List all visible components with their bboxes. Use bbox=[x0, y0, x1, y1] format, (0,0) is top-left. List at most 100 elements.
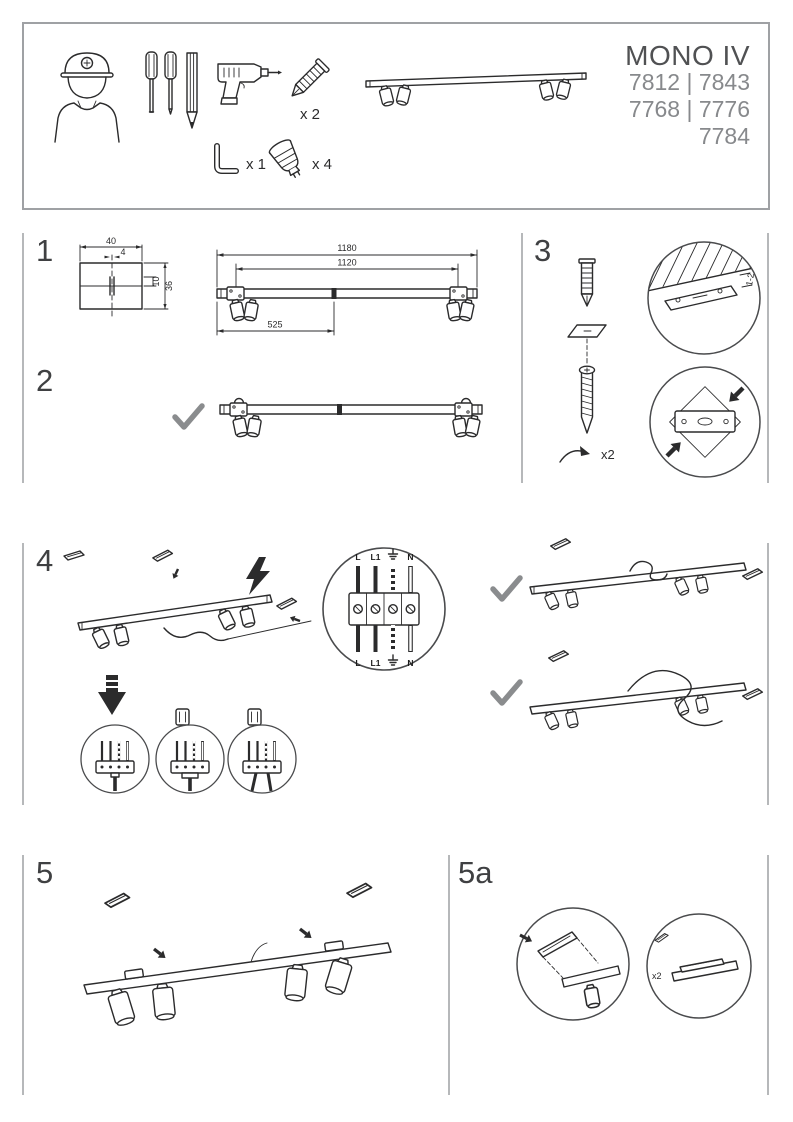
direction-arrow-icon bbox=[288, 614, 302, 625]
caps-quantity-label: x2 bbox=[652, 971, 662, 981]
cap-seated-detail-circle: x2 bbox=[646, 913, 752, 1019]
spot-head bbox=[564, 708, 580, 729]
spot-head bbox=[464, 414, 482, 439]
gu10-bulb-icon bbox=[268, 139, 301, 179]
spot-head bbox=[555, 77, 573, 101]
step-4-number: 4 bbox=[36, 543, 54, 578]
wall-plugs-quantity-label: x 2 bbox=[300, 106, 321, 123]
terminal-label-N-top: N bbox=[407, 552, 413, 562]
fixture-correct-orientation-drawing bbox=[219, 397, 483, 439]
down-arrow-icon bbox=[98, 675, 126, 715]
product-title-block: MONO IV 7812 | 7843 7768 | 7776 7784 bbox=[625, 42, 750, 150]
step-5a-number: 5a bbox=[458, 855, 493, 890]
bulbs-quantity-label: x 4 bbox=[312, 156, 333, 173]
spot-head bbox=[112, 622, 131, 648]
dim-4: 4 bbox=[120, 247, 125, 257]
allen-key-icon bbox=[214, 143, 239, 174]
dim-1120: 1120 bbox=[337, 258, 356, 268]
divider-line bbox=[767, 233, 769, 483]
ceiling-gap-detail-circle: 1-2 bbox=[647, 241, 761, 355]
divider-line bbox=[22, 855, 24, 1095]
spot-head bbox=[231, 414, 249, 439]
divider-line bbox=[767, 543, 769, 805]
terminal-label-L1-top: L1 bbox=[371, 552, 381, 562]
cable-cover-cap bbox=[151, 548, 174, 563]
divider-line bbox=[22, 233, 24, 483]
spot-head bbox=[323, 955, 355, 997]
screws-quantity-label: x2 bbox=[601, 447, 615, 462]
dim-525: 525 bbox=[267, 320, 282, 330]
spot-head bbox=[395, 83, 413, 107]
terminal-label-N-bottom: N bbox=[407, 658, 413, 668]
dim-40: 40 bbox=[106, 236, 116, 246]
spot-head bbox=[694, 573, 710, 595]
terminal-block-detail-circle: L L1 N L L1 N bbox=[322, 547, 446, 671]
checkmark-icon bbox=[172, 403, 206, 431]
cable-cover-cap bbox=[547, 649, 570, 663]
spot-head bbox=[89, 625, 112, 651]
fixture-final-assembly-drawing bbox=[83, 881, 392, 1028]
spot-head bbox=[215, 606, 238, 633]
step-3-number: 3 bbox=[534, 233, 552, 268]
header-box: x 2 MONO IV 7812 | 7843 7768 | 7776 7784… bbox=[22, 22, 770, 210]
spot-head bbox=[105, 986, 137, 1028]
spot-head bbox=[672, 575, 691, 597]
fixture-wiring-drawing bbox=[63, 548, 312, 651]
screwdrivers-pencil-icon bbox=[145, 51, 198, 129]
model-numbers-line1: 7812 | 7843 bbox=[628, 69, 750, 95]
drill-icon bbox=[217, 63, 282, 105]
mounting-bracket-drawing bbox=[567, 324, 607, 360]
mains-cable bbox=[163, 627, 229, 642]
ceiling-gap-label: 1-2 bbox=[744, 272, 756, 287]
cable-cover-cap bbox=[103, 891, 132, 909]
terminal-label-L-top: L bbox=[355, 552, 360, 562]
allen-key-quantity-label: x 1 bbox=[246, 156, 267, 173]
wall-plug-icon bbox=[291, 58, 330, 97]
step-5-number: 5 bbox=[36, 855, 54, 890]
dim-36: 36 bbox=[164, 281, 174, 291]
cap-placement-detail-circle bbox=[516, 907, 630, 1021]
row-step-4: 4 L L1 N bbox=[0, 535, 793, 815]
bracket-dimension-drawing: 40 4 10 36 bbox=[79, 236, 174, 318]
snap-arrow-icon bbox=[151, 945, 169, 962]
spot-head bbox=[542, 589, 561, 612]
spot-head bbox=[672, 695, 691, 717]
fixture-dimension-drawing: 1180 1120 525 bbox=[216, 243, 478, 336]
spot-head bbox=[228, 298, 246, 323]
wiring-option-2 bbox=[155, 724, 225, 794]
row-steps-5-5a: 5 5a bbox=[0, 845, 793, 1115]
divider-line bbox=[448, 855, 450, 1095]
spot-head bbox=[151, 982, 177, 1022]
step-2-number: 2 bbox=[36, 363, 54, 398]
fixture-overview-drawing bbox=[365, 72, 587, 108]
bracket-press-detail-circle bbox=[649, 366, 761, 478]
divider-line bbox=[767, 855, 769, 1095]
spot-head bbox=[542, 709, 561, 732]
dim-10: 10 bbox=[151, 276, 161, 286]
terminal-label-L-bottom: L bbox=[355, 658, 360, 668]
electricity-warning-bolt-icon bbox=[246, 557, 270, 595]
cable-cover-cap bbox=[549, 537, 572, 551]
cable-cover-cap bbox=[275, 596, 298, 611]
snap-arrow-icon bbox=[297, 925, 315, 942]
rotation-arrow-icon bbox=[559, 446, 590, 463]
product-title: MONO IV bbox=[625, 40, 750, 71]
installer-person-icon bbox=[54, 52, 120, 143]
spot-head bbox=[451, 414, 469, 439]
model-numbers-line2: 7768 | 7776 bbox=[628, 96, 750, 122]
spot-head bbox=[238, 604, 257, 629]
spot-head bbox=[283, 963, 309, 1003]
step-1-number: 1 bbox=[36, 233, 54, 268]
fixture-cable-routed-drawing-1 bbox=[529, 537, 764, 612]
terminal-label-L1-bottom: L1 bbox=[371, 658, 381, 668]
wall-plug-drawing bbox=[578, 258, 596, 307]
mains-cable bbox=[629, 560, 668, 581]
spot-head bbox=[694, 693, 710, 715]
spot-head bbox=[242, 298, 260, 323]
spot-head bbox=[564, 588, 580, 609]
row-steps-1-2-3: 1 40 4 10 36 bbox=[0, 225, 793, 493]
cable-cover-cap bbox=[345, 881, 374, 899]
wiring-option-details bbox=[80, 708, 297, 794]
spot-head bbox=[377, 84, 395, 108]
